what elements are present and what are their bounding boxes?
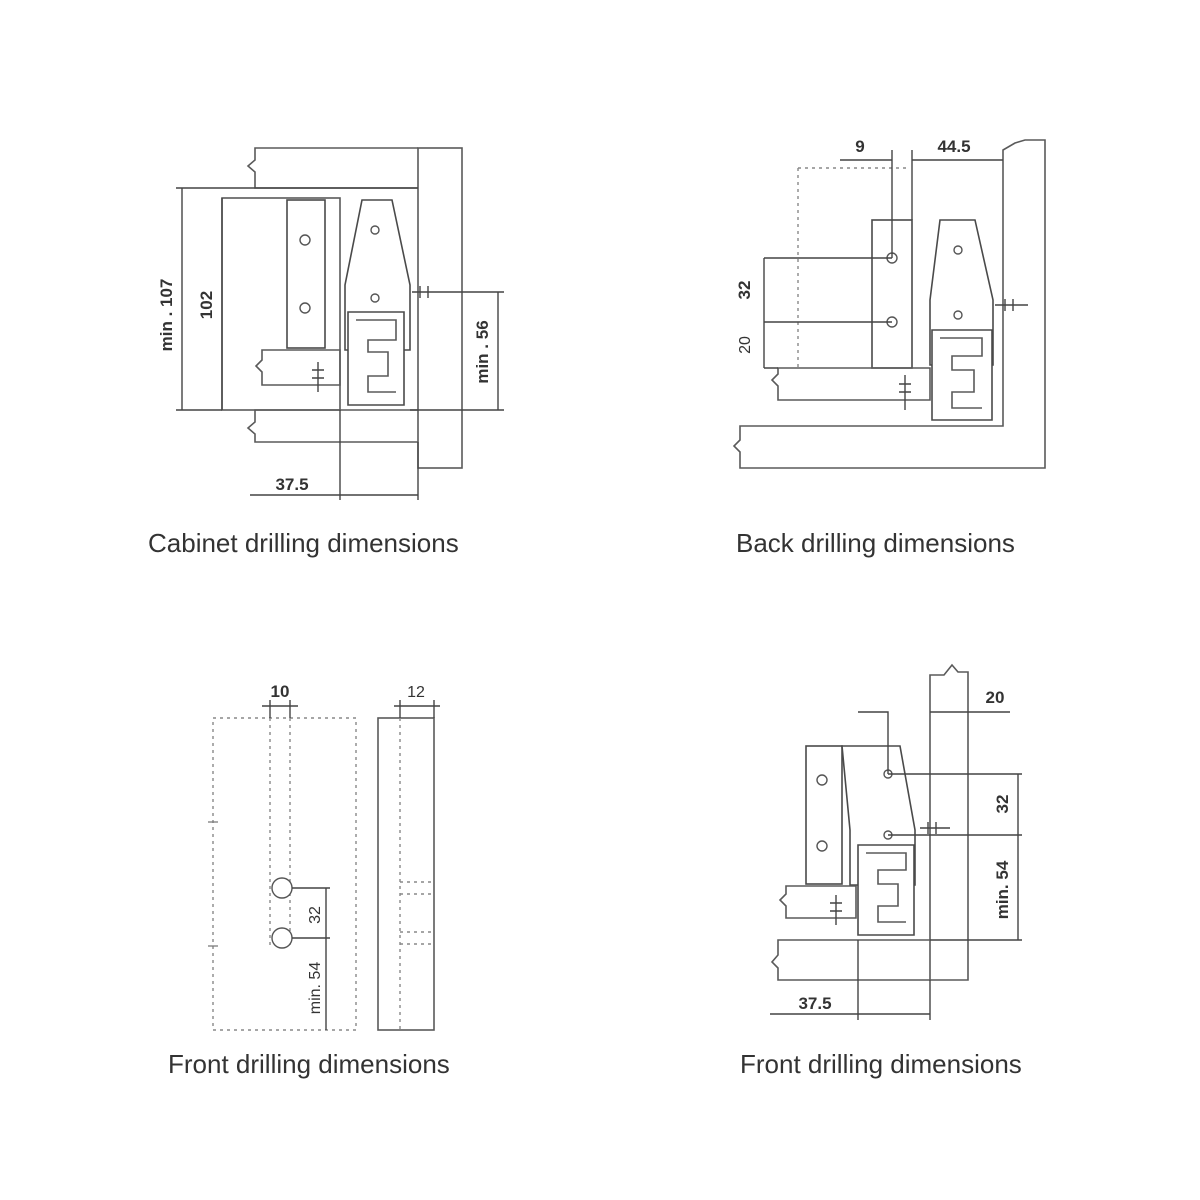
mounting-plate [286, 199, 326, 349]
dim-label-20: 20 [737, 336, 754, 354]
bottom-board [770, 939, 930, 981]
screw-icon [312, 362, 324, 392]
runner-profile [931, 329, 993, 421]
runner-profile [347, 311, 405, 406]
screw-icon [412, 286, 440, 298]
caption-front-drilling-right: Front drilling dimensions [740, 1049, 1022, 1079]
runner-inner-profile [940, 337, 983, 409]
runner-inner-profile [356, 319, 397, 393]
dim-line-37-5 [250, 410, 419, 500]
drawer-bottom [254, 349, 341, 386]
dim-label-min-107: min . 107 [157, 279, 176, 352]
dim-line-32-min-54 [888, 773, 1022, 941]
dim-label-12: 12 [407, 684, 425, 701]
screw-icon [995, 299, 1028, 311]
cabinet-side-panel [417, 147, 463, 469]
bracket-hole [370, 225, 380, 235]
back-bracket [929, 219, 994, 366]
screw-icon [899, 375, 911, 410]
runner-profile [857, 844, 915, 936]
side-bore-holes [400, 881, 434, 945]
dim-label-102: 102 [197, 291, 216, 319]
cabinet-corner [732, 139, 1046, 469]
dim-line-32-20 [763, 257, 892, 369]
dim-line-min-56 [410, 291, 504, 411]
caption-cabinet-drilling: Cabinet drilling dimensions [148, 528, 459, 558]
bore-center-lines [269, 718, 291, 945]
screw-icon [920, 822, 950, 834]
dim-label-20: 20 [986, 688, 1005, 707]
bracket-hole [370, 293, 380, 303]
dim-line-12 [394, 700, 440, 718]
bracket-hole [953, 245, 963, 255]
runner-inner-profile [866, 852, 907, 923]
drawer-side-plate [805, 745, 843, 885]
drawer-bottom [778, 885, 857, 919]
mounting-hole [299, 234, 311, 246]
front-panel [929, 663, 969, 981]
dim-label-44-5: 44.5 [937, 137, 970, 156]
dim-label-32: 32 [735, 281, 754, 300]
front-panel-outline [212, 717, 357, 1031]
dim-line-9-44-5 [840, 150, 1003, 258]
panel-tick-marks [208, 821, 218, 947]
dim-line-37-5 [770, 940, 931, 1020]
side-hole [816, 840, 828, 852]
side-hole [816, 774, 828, 786]
dim-line-32-min-54 [292, 887, 330, 1030]
drawer-bottom [770, 367, 931, 401]
dim-label-37-5: 37.5 [798, 994, 831, 1013]
dim-line-min-107 [176, 187, 418, 411]
dim-label-min-54: min. 54 [307, 962, 324, 1015]
dim-label-32: 32 [307, 906, 324, 924]
dim-label-min-56: min . 56 [473, 320, 492, 383]
front-panel-side-view [377, 717, 435, 1031]
dim-line-10 [262, 700, 298, 718]
caption-back-drilling: Back drilling dimensions [736, 528, 1015, 558]
mounting-hole [299, 302, 311, 314]
bracket-hole [953, 310, 963, 320]
dim-label-37-5: 37.5 [275, 475, 308, 494]
screw-icon [830, 895, 842, 925]
dim-label-min-54: min. 54 [993, 860, 1012, 919]
dim-line-20 [858, 711, 1010, 774]
dim-label-32: 32 [993, 795, 1012, 814]
caption-front-drilling-left: Front drilling dimensions [168, 1049, 450, 1079]
dim-label-9: 9 [855, 137, 864, 156]
dim-label-10: 10 [271, 682, 290, 701]
